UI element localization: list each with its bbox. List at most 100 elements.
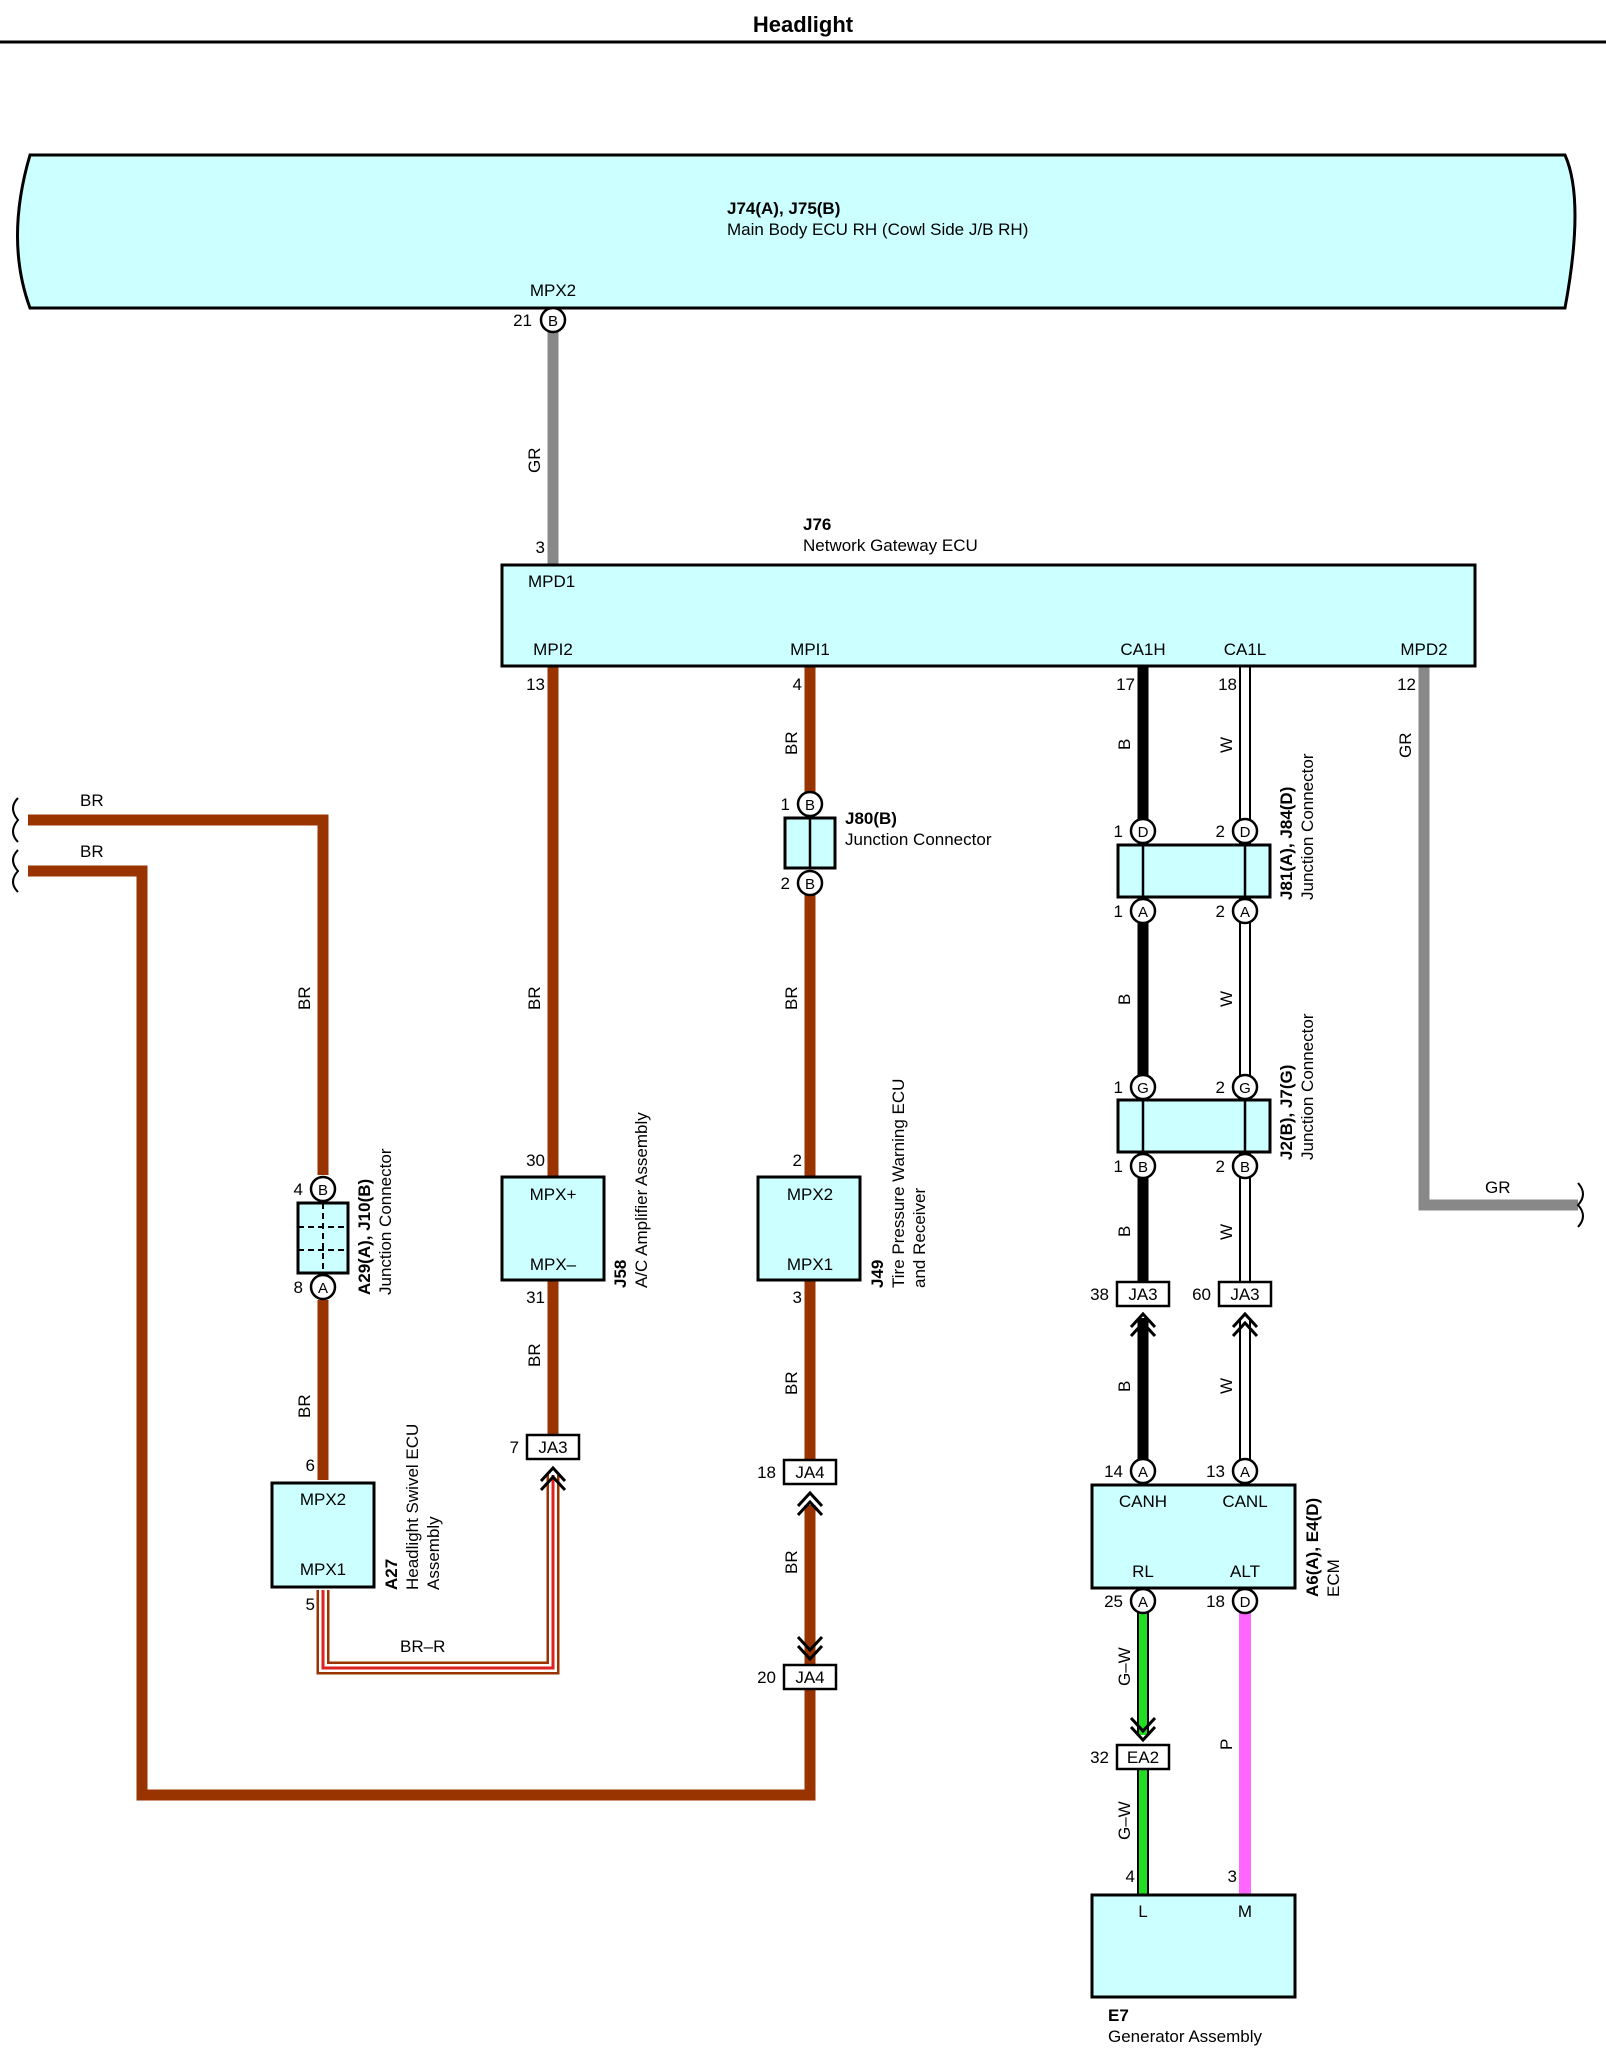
inline-connector-label: JA3 (1128, 1285, 1157, 1304)
inline-connector-label: JA3 (1230, 1285, 1259, 1304)
a27-code: A27 (382, 1559, 401, 1590)
terminal-label: MPX1 (300, 1560, 346, 1579)
j49-name-line2: and Receiver (910, 1187, 929, 1288)
connector-circle (1129, 1457, 1157, 1485)
wire-gr-mpd2 (1418, 666, 1578, 1211)
terminal-label: MPD2 (1400, 640, 1447, 659)
pin-number: 13 (526, 675, 545, 694)
j49-code: J49 (868, 1260, 887, 1288)
connector-letter: A (1240, 904, 1250, 921)
pin-number: 2 (1216, 902, 1225, 921)
a29-code: A29(A), J10(B) (355, 1179, 374, 1295)
wire-color-label: W (1217, 991, 1236, 1007)
wire-color-label: GR (525, 448, 544, 474)
inline-connector-label: JA4 (795, 1668, 824, 1687)
j2-connector-box (1116, 1098, 1272, 1154)
wire-color-label: B (1115, 739, 1134, 750)
pin-number: 14 (1104, 1462, 1123, 1481)
pin-number: 4 (793, 675, 802, 694)
terminal-label: MPX+ (530, 1185, 577, 1204)
inline-connector-label: EA2 (1127, 1748, 1159, 1767)
connector-letter: A (1138, 1464, 1148, 1481)
pin-number: 7 (510, 1438, 519, 1457)
ecm-name: ECM (1324, 1559, 1343, 1597)
connector-letter: B (805, 797, 815, 814)
pin-number: 1 (1114, 822, 1123, 841)
a27-name-line2: Assembly (424, 1516, 443, 1590)
wire-break-mark (1576, 1182, 1584, 1228)
terminal-label: MPX2 (300, 1490, 346, 1509)
connector-circle (1129, 1587, 1157, 1615)
pin-number: 3 (536, 538, 545, 557)
connector-circle (1129, 897, 1157, 925)
connector-letter: B (318, 1182, 328, 1199)
e7-code: E7 (1108, 2006, 1129, 2025)
main-body-ecu-terminal: MPX2 (530, 281, 576, 300)
connector-circle (309, 1273, 337, 1301)
connector-circle (796, 790, 824, 818)
connector-letter: A (1138, 1594, 1148, 1611)
wires (28, 320, 1578, 1895)
inline-connector-ja4 (782, 1458, 838, 1486)
pin-number: 30 (526, 1151, 545, 1170)
pin-number: 38 (1090, 1285, 1109, 1304)
connector-circle (1129, 1152, 1157, 1180)
pin-number: 2 (781, 874, 790, 893)
connector-circle (539, 306, 567, 334)
terminal-label: M (1238, 1902, 1252, 1921)
inline-connector-ja3 (1115, 1280, 1171, 1308)
connector-circle (1231, 1152, 1259, 1180)
inline-connector-label: JA4 (795, 1463, 824, 1482)
pin-number: 1 (1114, 902, 1123, 921)
connector-letter: A (1138, 904, 1148, 921)
j49-box (756, 1175, 862, 1282)
inline-connector-ea2 (1115, 1743, 1171, 1771)
wire-br-loop-left (28, 865, 816, 1801)
wire-color-label: BR (782, 731, 801, 755)
pin-number: 12 (1397, 675, 1416, 694)
connector-letter: B (548, 313, 558, 330)
terminal-label: MPD1 (528, 572, 575, 591)
connector-arrow-icon (1231, 1311, 1259, 1338)
connector-letter: G (1137, 1080, 1149, 1097)
pin-number: 18 (1218, 675, 1237, 694)
connector-circle (1231, 1457, 1259, 1485)
wire-color-label: BR (525, 1343, 544, 1367)
connector-arrow-icon (1129, 1311, 1157, 1338)
connector-circle (1129, 817, 1157, 845)
pin-number: 13 (1206, 1462, 1225, 1481)
gateway-name: Network Gateway ECU (803, 536, 978, 555)
wire-color-label: B (1115, 1381, 1134, 1392)
terminal-label: MPX1 (787, 1255, 833, 1274)
terminal-label: MPI2 (533, 640, 573, 659)
pin-number: 2 (793, 1151, 802, 1170)
wire-color-label: W (1217, 1378, 1236, 1394)
terminal-label: CA1H (1120, 640, 1165, 659)
wire-color-label: GR (1485, 1178, 1511, 1197)
wire-color-label: B (1115, 994, 1134, 1005)
page-title: Headlight (753, 12, 854, 37)
j2-name: Junction Connector (1298, 1013, 1317, 1160)
gateway-ecu-box (500, 563, 1477, 668)
j2-code: J2(B), J7(G) (1277, 1065, 1296, 1160)
pin-number: 18 (757, 1463, 776, 1482)
e7-box (1090, 1893, 1297, 1999)
connector-letter: A (318, 1280, 328, 1297)
e7-name: Generator Assembly (1108, 2027, 1263, 2046)
main-body-ecu-box (16, 153, 1577, 310)
terminal-label: MPI1 (790, 640, 830, 659)
inline-connector-ja4 (782, 1663, 838, 1691)
j81-code: J81(A), J84(D) (1277, 787, 1296, 900)
connector-circle (1129, 1073, 1157, 1101)
wire-color-label: GR (1396, 733, 1415, 759)
wire-color-label: BR (295, 986, 314, 1010)
wire-color-label: BR (525, 986, 544, 1010)
j80-name: Junction Connector (845, 830, 992, 849)
pin-number: 4 (294, 1180, 303, 1199)
connector-circle (309, 1175, 337, 1203)
connector-circle (1231, 1587, 1259, 1615)
wire-br-r-stripe (321, 1475, 555, 1670)
pin-number: 18 (1206, 1592, 1225, 1611)
pin-number: 1 (781, 795, 790, 814)
